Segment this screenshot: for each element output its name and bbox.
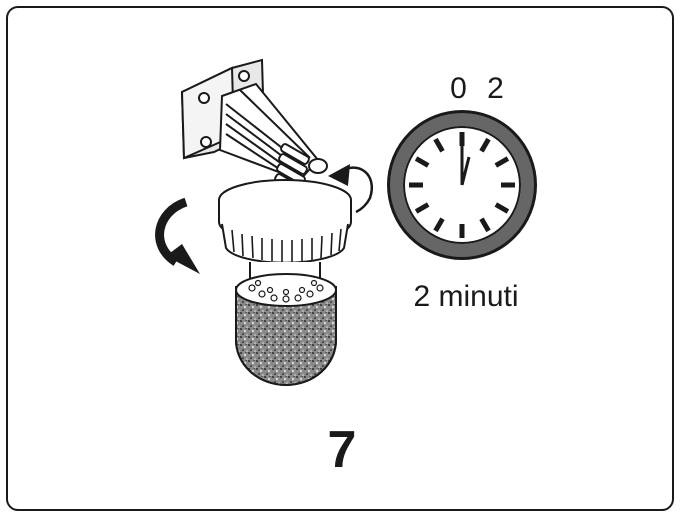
clock-top-label: 0 2 — [450, 72, 510, 105]
duration-label: 2 minuti — [413, 280, 519, 313]
clock-icon — [387, 110, 537, 260]
rotate-counterclockwise-arrow-icon — [155, 197, 200, 274]
filter-assembly-icon — [180, 58, 352, 386]
rotate-clockwise-arrow-icon — [328, 164, 373, 214]
step-number: 7 — [327, 421, 357, 479]
instruction-panel — [6, 6, 674, 511]
